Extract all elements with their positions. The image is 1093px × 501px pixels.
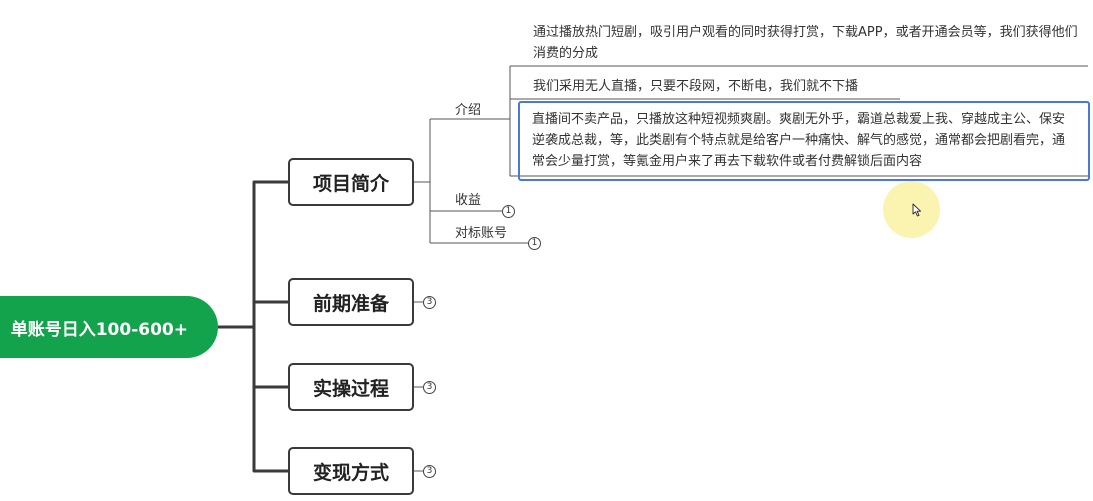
collapse-badge-benchmark[interactable]: 1 bbox=[528, 237, 541, 250]
leaf-intro-short-drama[interactable]: 直播间不卖产品，只播放这种短视频爽剧。爽剧无外乎，霸道总裁爱上我、穿越成主公、保… bbox=[532, 112, 1066, 169]
subtopic-income[interactable]: 收益 bbox=[455, 193, 482, 208]
topic-label: 变现方式 bbox=[312, 461, 389, 484]
subtopic-benchmark-account[interactable]: 对标账号 bbox=[455, 226, 508, 241]
mouse-cursor-icon bbox=[912, 203, 922, 217]
topic-label: 实操过程 bbox=[312, 377, 389, 400]
selection-outline bbox=[518, 101, 1090, 181]
topic-label: 前期准备 bbox=[312, 292, 389, 315]
topic-project-intro[interactable]: 项目简介 bbox=[288, 158, 414, 206]
leaf-intro-unmanned-live[interactable]: 我们采用无人直播，只要不段网，不断电，我们就不下播 bbox=[533, 79, 859, 94]
root-label: ，单账号日入100-600+ bbox=[0, 319, 188, 340]
topic-preparation[interactable]: 前期准备 bbox=[288, 278, 414, 326]
collapse-badge-operation[interactable]: 3 bbox=[423, 381, 436, 394]
topic-monetization[interactable]: 变现方式 bbox=[288, 447, 414, 495]
leaf-intro-revenue-share[interactable]: 通过播放热门短剧，吸引用户观看的同时获得打赏，下载APP，或者开通会员等，我们获… bbox=[533, 25, 1078, 61]
topic-operation[interactable]: 实操过程 bbox=[288, 363, 414, 411]
subtopic-intro[interactable]: 介绍 bbox=[455, 103, 482, 118]
collapse-badge-monetization[interactable]: 3 bbox=[423, 465, 436, 478]
collapse-badge-preparation[interactable]: 3 bbox=[423, 296, 436, 309]
collapse-badge-income[interactable]: 1 bbox=[502, 205, 515, 218]
root-node[interactable]: ，单账号日入100-600+ bbox=[0, 296, 218, 358]
cursor-highlight bbox=[883, 181, 940, 238]
topic-label: 项目简介 bbox=[312, 172, 389, 195]
